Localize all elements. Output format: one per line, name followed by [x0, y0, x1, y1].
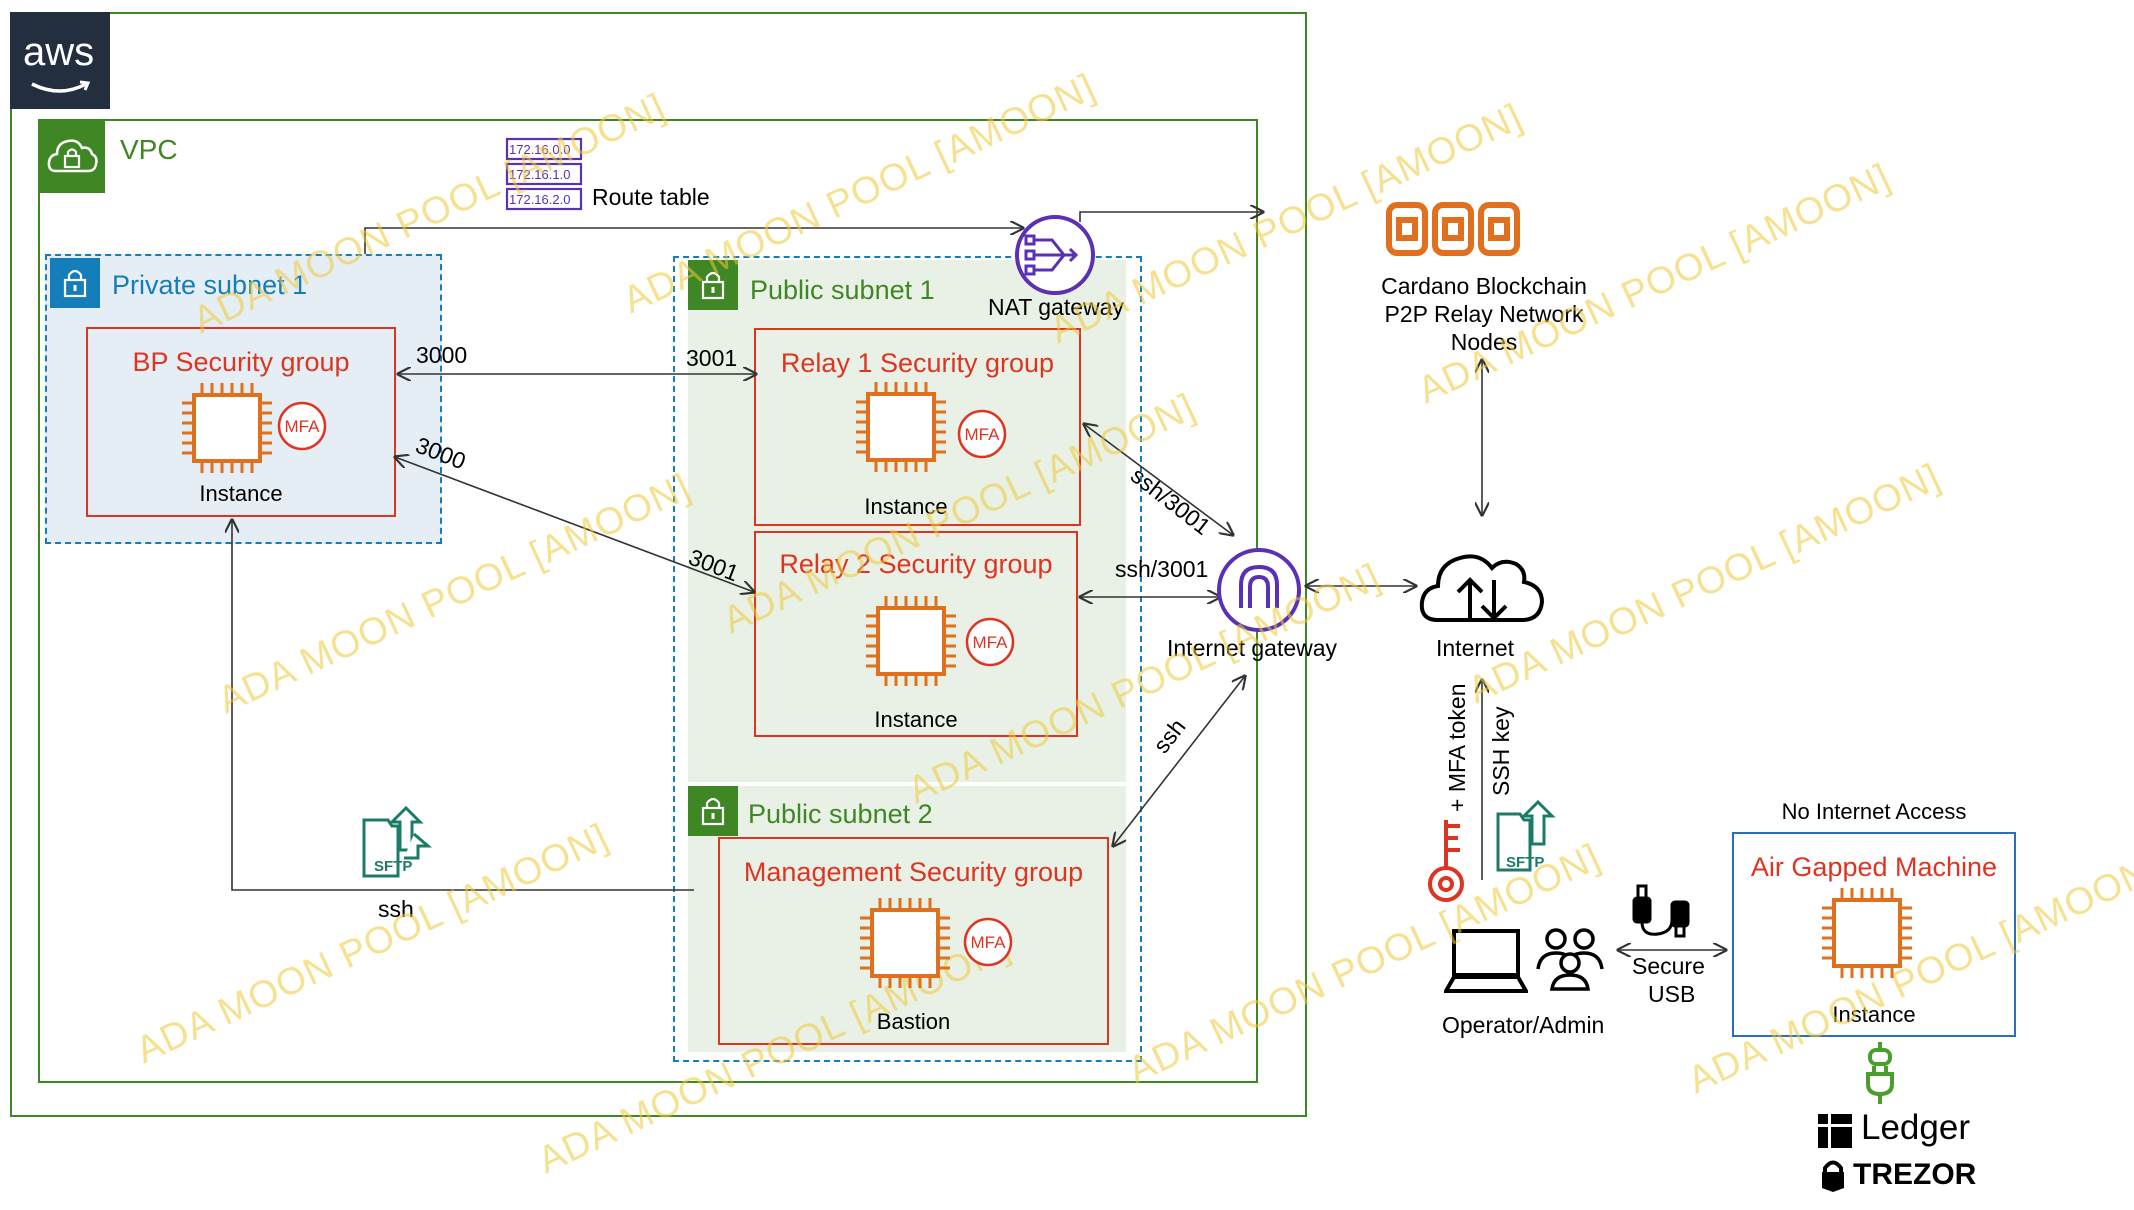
route-table-label: Route table: [592, 184, 710, 210]
management-security-group: Management Security group Bastion: [718, 837, 1109, 1045]
ledger-label: Ledger: [1861, 1108, 1970, 1147]
lock-icon: [701, 271, 725, 300]
internet-label: Internet: [1436, 635, 1514, 661]
ec2-instance-icon: [182, 383, 272, 473]
air-gapped-instance-caption: Instance: [1832, 1002, 1916, 1027]
bp-to-nat-connector: [364, 228, 1023, 254]
sftp-icon: [1496, 799, 1556, 872]
aws-logo-text: aws: [23, 30, 95, 74]
operator-admin-label: Operator/Admin: [1442, 1012, 1605, 1038]
sftp-icon: [362, 805, 433, 878]
aws-cloud-container: [10, 12, 1307, 1117]
ssh-key-label: SSH key: [1488, 706, 1514, 796]
secure-usb-line2: USB: [1648, 981, 1696, 1007]
route-table-icon: [505, 137, 583, 211]
svg-text:MFA: MFA: [285, 417, 321, 436]
route-entry-1: 172.16.0.0: [509, 142, 571, 157]
port-3000-label-a: 3000: [416, 342, 468, 368]
cardano-label-line3: Nodes: [1450, 329, 1518, 355]
ssh-3001-label-b: ssh/3001: [1115, 556, 1209, 582]
public-subnet-2-label: Public subnet 2: [748, 799, 933, 829]
public-subnet-1-badge: [688, 260, 738, 310]
nat-outbound-connector: [1079, 212, 1263, 222]
bp-security-group: BP Security group Instance: [86, 327, 396, 517]
nat-gateway-label: NAT gateway: [988, 294, 1124, 320]
key-icon: [1428, 820, 1464, 902]
ssh-label-b: ssh: [378, 896, 414, 922]
trezor-label: TREZOR: [1853, 1158, 1977, 1191]
bp-security-group-title: BP Security group: [132, 347, 350, 377]
usb-cable-icon: [1632, 884, 1690, 938]
sftp-label: SFTP: [1506, 854, 1545, 871]
bp-relay2-connector: [395, 457, 754, 592]
nat-gateway-icon: [1015, 215, 1095, 295]
bastion-caption: Bastion: [876, 1009, 951, 1034]
public-subnet-2-badge: [688, 786, 738, 836]
mfa-badge-icon: MFA: [963, 917, 1013, 967]
no-internet-access-label: No Internet Access: [1781, 799, 1967, 824]
air-gapped-machine-box: Air Gapped Machine Instance: [1732, 832, 2016, 1037]
vpc-badge: [38, 119, 105, 193]
sftp-label: SFTP: [374, 858, 413, 875]
blockchain-icon: [1386, 202, 1520, 256]
lock-icon: [701, 797, 725, 826]
management-security-group-title: Management Security group: [743, 857, 1084, 887]
mfa-badge-icon: MFA: [957, 409, 1007, 459]
trezor-lock-icon: [1822, 1160, 1844, 1192]
relay2-instance-caption: Instance: [874, 707, 958, 732]
users-icon: [1536, 928, 1604, 991]
public-subnet-1-container: [688, 260, 1126, 782]
ledger-logo-icon: [1818, 1114, 1852, 1148]
public-subnets-dashed-boundary: [673, 256, 1142, 1062]
internet-cloud-icon: [1419, 554, 1545, 622]
air-gapped-machine-title: Air Gapped Machine: [1750, 852, 1998, 882]
svg-text:MFA: MFA: [971, 933, 1007, 952]
ec2-instance-icon: [860, 898, 950, 988]
vpc-label: VPC: [120, 134, 178, 165]
plug-icon: [1866, 1042, 1894, 1104]
bp-instance-caption: Instance: [199, 481, 283, 506]
mfa-badge-icon: MFA: [965, 617, 1015, 667]
secure-usb-line1: Secure: [1632, 953, 1705, 979]
aws-logo: aws: [10, 12, 110, 109]
private-subnet-badge: [50, 258, 100, 308]
relay2-security-group: Relay 2 Security group Instance: [754, 531, 1078, 737]
route-entry-3: 172.16.2.0: [509, 192, 571, 207]
internet-gateway-icon: [1217, 548, 1301, 632]
private-subnet-label: Private subnet 1: [112, 270, 308, 300]
relay2-security-group-title: Relay 2 Security group: [779, 549, 1053, 579]
svg-text:MFA: MFA: [973, 633, 1009, 652]
ec2-instance-icon: [856, 382, 946, 472]
cardano-label-line1: Cardano Blockchain: [1381, 273, 1587, 299]
ec2-instance-icon: [1822, 888, 1912, 978]
mgmt-igw-connector: [1113, 676, 1245, 846]
internet-gateway-label: Internet gateway: [1167, 635, 1338, 661]
relay1-security-group: Relay 1 Security group Instance: [754, 328, 1081, 526]
lock-icon: [63, 269, 87, 298]
aws-smile-icon: [31, 80, 91, 93]
laptop-icon: [1444, 929, 1528, 993]
vpc-cloud-lock-icon: [47, 139, 98, 173]
relay1-instance-caption: Instance: [864, 494, 948, 519]
mfa-token-label: + MFA token: [1444, 683, 1470, 813]
relay1-igw-connector: [1084, 424, 1233, 535]
svg-text:MFA: MFA: [965, 425, 1001, 444]
port-3001-label-a: 3001: [686, 345, 738, 371]
ec2-instance-icon: [866, 596, 956, 686]
mfa-badge-icon: MFA: [277, 401, 327, 451]
route-entry-2: 172.16.1.0: [509, 167, 571, 182]
cardano-label-line2: P2P Relay Network: [1384, 301, 1584, 327]
bastion-bp-ssh-connector: [232, 520, 694, 891]
relay1-security-group-title: Relay 1 Security group: [780, 348, 1055, 378]
public-subnet-1-label: Public subnet 1: [750, 275, 935, 305]
